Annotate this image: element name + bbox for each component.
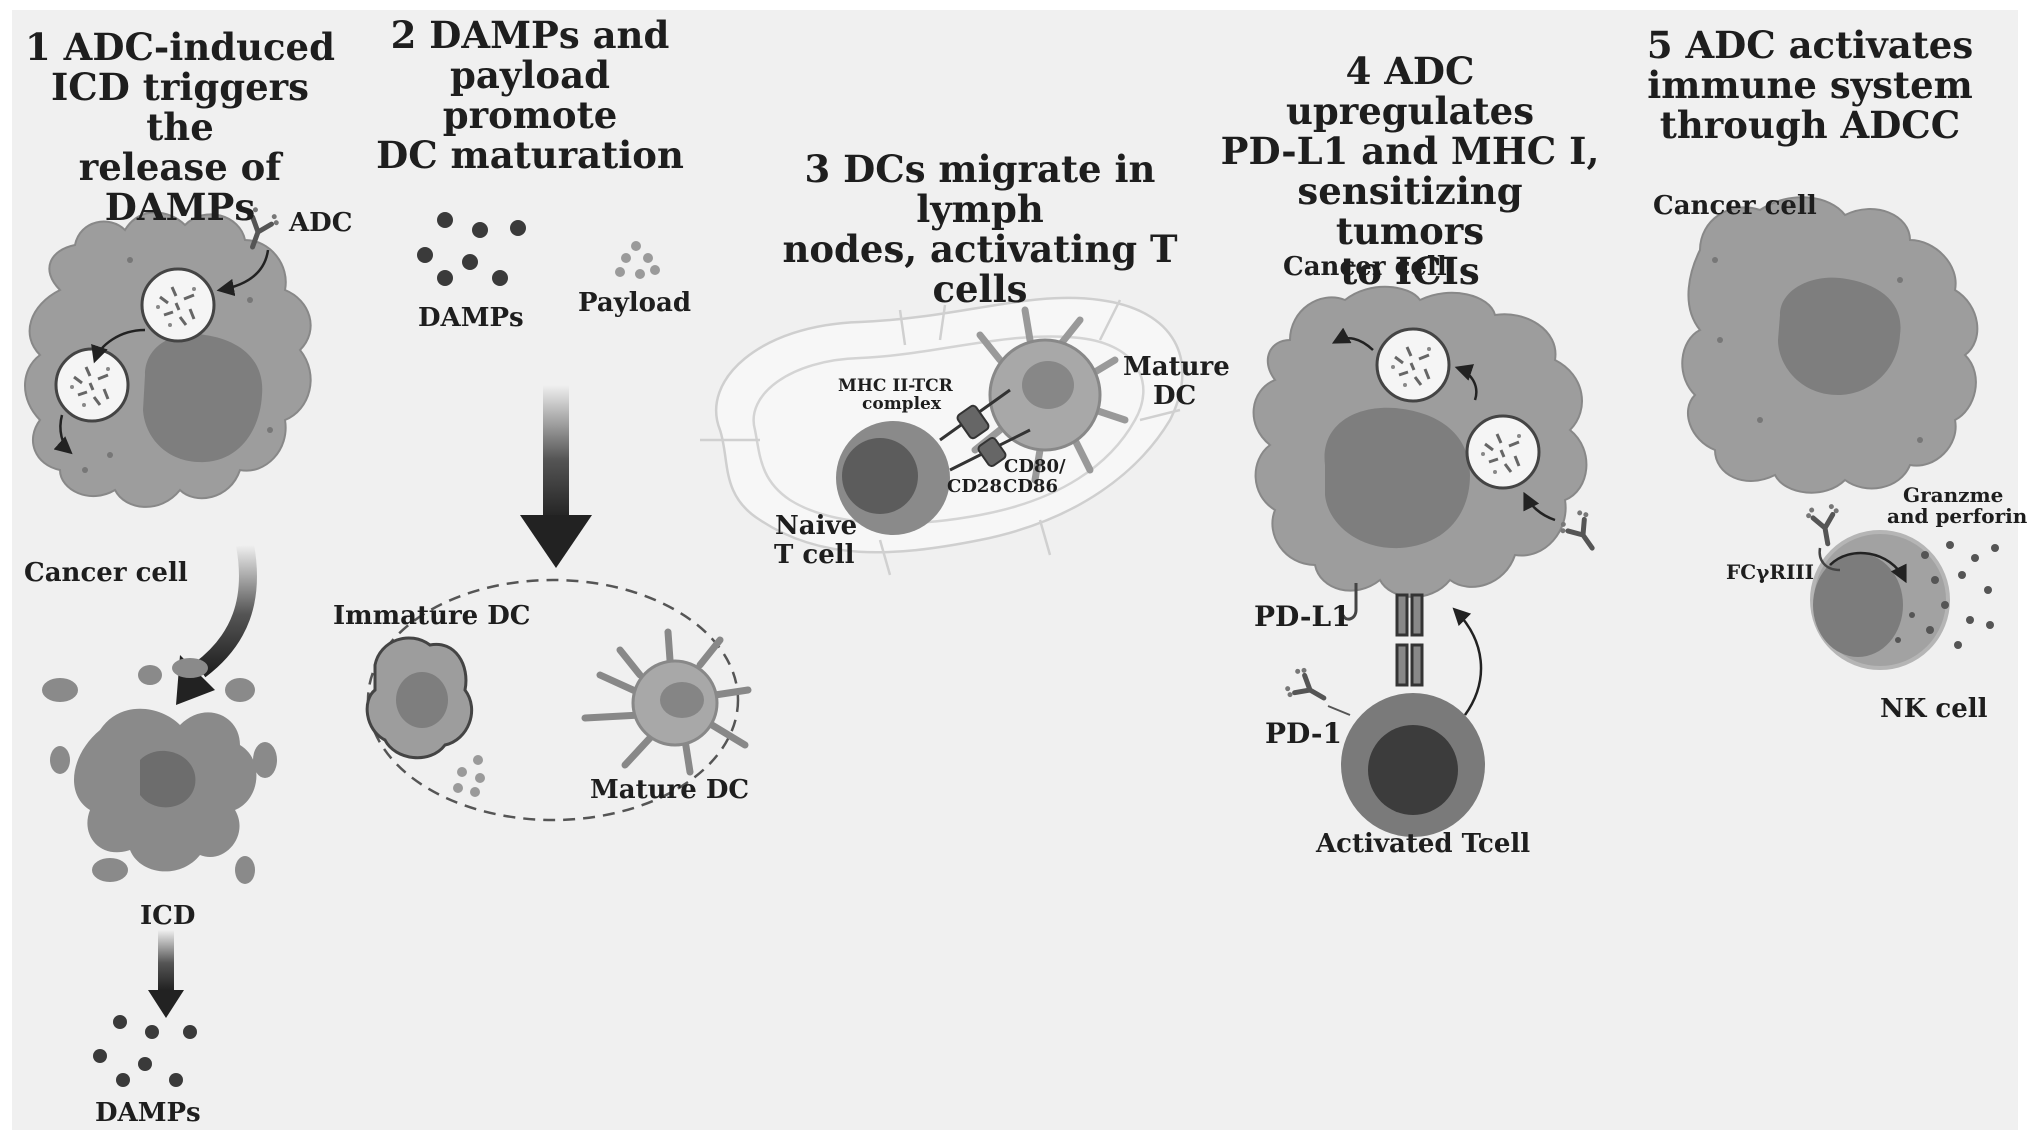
p1-traffic-arrow	[91, 328, 146, 364]
p4-nucleus	[1324, 407, 1470, 549]
p4-activated-tcell-nucleus	[1368, 725, 1458, 815]
p3-naive-label-2: T cell	[774, 540, 855, 570]
p2-title-line-3: DC maturation	[376, 132, 684, 177]
p1-cancer-cell-label: Cancer cell	[24, 558, 188, 588]
p5-nk-nucleus	[1813, 553, 1903, 657]
p2-payload-dots	[615, 241, 660, 279]
p5-granzyme-label-1: Granzme	[1903, 483, 2004, 507]
p2-title: 2 DAMPs and payload promote DC maturatio…	[365, 13, 695, 177]
p3-naive-tcell-nucleus	[842, 438, 918, 514]
p5-title: 5 ADC activates immune system through AD…	[1640, 23, 1980, 147]
p5-nucleus	[1778, 277, 1901, 395]
p2-mature-dc-label: Mature DC	[590, 775, 750, 805]
p1-icd-label: ICD	[140, 901, 196, 931]
p3-naive-label-1: Naive	[775, 511, 858, 541]
p3-vessels	[700, 299, 1181, 576]
p3-title-line-1: 3 DCs migrate in lymph	[804, 147, 1156, 231]
p1-cell-dots	[82, 257, 273, 473]
p5-cell-dots	[1712, 257, 1923, 443]
p1-release-arrow	[53, 414, 73, 455]
p5-granzyme-dots	[1895, 541, 1999, 649]
p4-pdl1-label: PD-L1	[1254, 600, 1351, 633]
p1-damps-label: DAMPs	[95, 1098, 201, 1128]
p5-fcr-receptor	[1818, 547, 1841, 572]
p1-title: 1 ADC-induced ICD triggers the release o…	[15, 25, 345, 229]
p4-pd1-link	[1327, 705, 1351, 716]
p3-mhc-tcr-label-1: MHC II-TCR	[838, 376, 953, 396]
p4-cancer-cell-label: Cancer cell	[1283, 252, 1447, 282]
p1-internalize-arrow	[216, 249, 270, 297]
p5-title-line-2: immune system	[1647, 62, 1973, 107]
p2-title-line-2: payload promote	[442, 52, 618, 137]
p3-cd28-label: CD28	[947, 476, 1002, 497]
p4-activation-arrow	[1452, 607, 1483, 716]
p1-damps-dots	[93, 1015, 197, 1087]
p4-vesicle-right	[1465, 414, 1541, 490]
p1-title-line-1: 1 ADC-induced	[25, 25, 335, 69]
p3-title-line-2: nodes, activating T cells	[782, 226, 1178, 311]
p4-internalize-arrow	[1523, 491, 1556, 522]
p5-title-line-1: 5 ADC activates	[1646, 23, 1974, 67]
p1-damps-arrowhead	[148, 990, 184, 1018]
p2-title-line-1: 2 DAMPs and	[390, 13, 670, 57]
p2-mature-dc-nucleus	[660, 682, 704, 718]
p1-icd-arrow	[194, 543, 257, 678]
p4-release-arrow	[1331, 327, 1374, 351]
p4-pdl1-receptor	[1341, 583, 1358, 621]
p2-damps-label: DAMPs	[418, 303, 524, 333]
p2-immature-dc-nucleus	[396, 672, 448, 728]
p5-cancer-cell-label: Cancer cell	[1653, 191, 1817, 221]
background-panel	[12, 10, 2018, 1130]
p1-icd-nucleus	[140, 750, 196, 808]
p1-vesicle-right	[140, 267, 216, 343]
p4-vesicle-top	[1375, 327, 1451, 403]
p2-payload-label: Payload	[578, 288, 692, 318]
p3-cd80-label-1: CD80/	[1004, 456, 1066, 477]
p3-mature-dc-nucleus	[1022, 361, 1074, 409]
p1-vesicle-left	[54, 347, 130, 423]
p3-cd28-complex	[977, 437, 1007, 467]
p5-granzyme-label-2: and perforin	[1887, 504, 2028, 528]
p2-immature-dc-label: Immature DC	[333, 601, 531, 631]
p4-traffic-arrow	[1454, 364, 1478, 401]
p3-mhc-tcr-label-2: complex	[862, 394, 941, 414]
p2-damps-dots	[417, 212, 526, 286]
p4-mhc-tcr	[1395, 593, 1424, 687]
p4-activated-tcell-label: Activated Tcell	[1316, 829, 1531, 859]
p2-immature-payload	[453, 755, 485, 797]
p3-mature-dc-label-1: Mature	[1123, 352, 1230, 382]
p5-title-line-3: through ADCC	[1659, 102, 1961, 147]
p1-adc-label: ADC	[289, 208, 353, 238]
p4-title: 4 ADC upregulates PD-L1 and MHC I, sensi…	[1220, 49, 1600, 293]
p5-granzyme-arrow	[1829, 551, 1907, 584]
p3-cd80-label-2: CD86	[1003, 476, 1058, 497]
p4-pd1-label: PD-1	[1265, 717, 1342, 750]
p1-title-line-2: ICD triggers the	[51, 64, 309, 149]
p3-mature-dc-label-2: DC	[1153, 381, 1197, 411]
p2-maturation-arrow	[543, 385, 569, 520]
p4-title-line-4: to ICIs	[1340, 248, 1480, 293]
p1-title-line-3: release of DAMPs	[78, 144, 282, 229]
p2-maturation-arrowhead	[520, 515, 592, 568]
p3-mhc-tcr-complex	[956, 404, 990, 440]
p4-title-line-2: PD-L1 and MHC I,	[1220, 128, 1600, 173]
p4-title-line-3: sensitizing tumors	[1297, 168, 1523, 253]
p3-lymph-node-inner	[752, 335, 1145, 525]
p3-title: 3 DCs migrate in lymph nodes, activating…	[745, 147, 1215, 311]
p4-title-line-1: 4 ADC upregulates	[1285, 49, 1535, 133]
p5-fcr-label: FCγRIII	[1726, 560, 1815, 584]
p5-nk-cell-label: NK cell	[1880, 694, 1988, 724]
p1-damps-arrow	[158, 930, 174, 990]
p1-nucleus	[143, 334, 263, 463]
